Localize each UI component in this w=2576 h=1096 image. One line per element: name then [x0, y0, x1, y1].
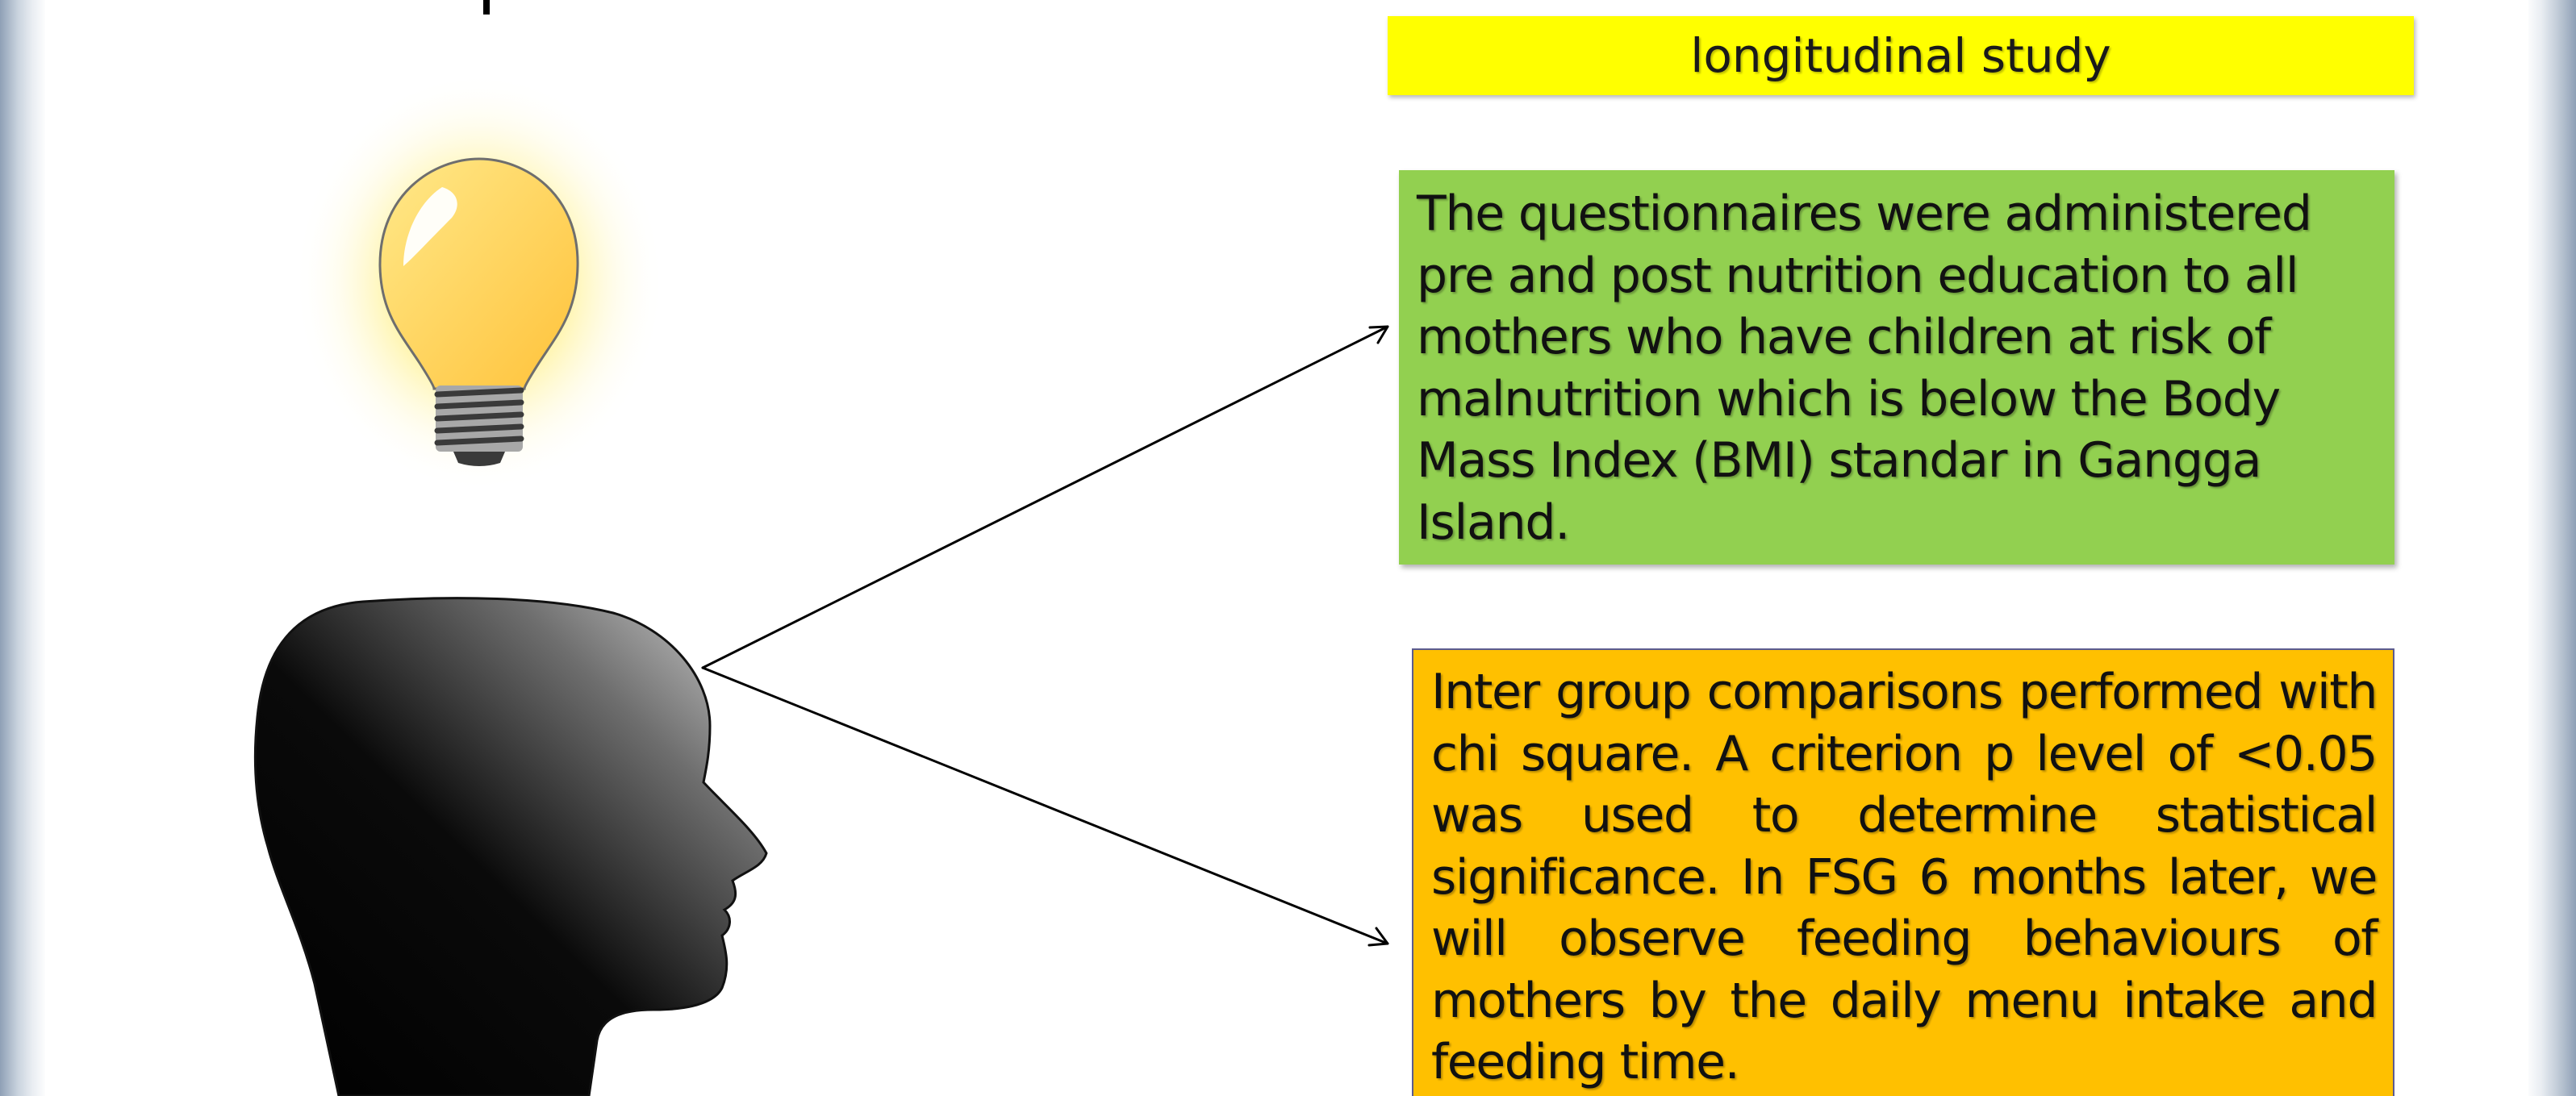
method-label: longitudinal study — [1388, 16, 2414, 95]
analysis-text-box: Inter group comparisons performed with c… — [1412, 648, 2394, 1096]
head-silhouette-icon — [253, 597, 768, 1096]
lightbulb-icon — [294, 73, 665, 492]
title-fragment — [483, 0, 490, 15]
questionnaire-text-box: The questionnaires were administered pre… — [1399, 170, 2394, 565]
